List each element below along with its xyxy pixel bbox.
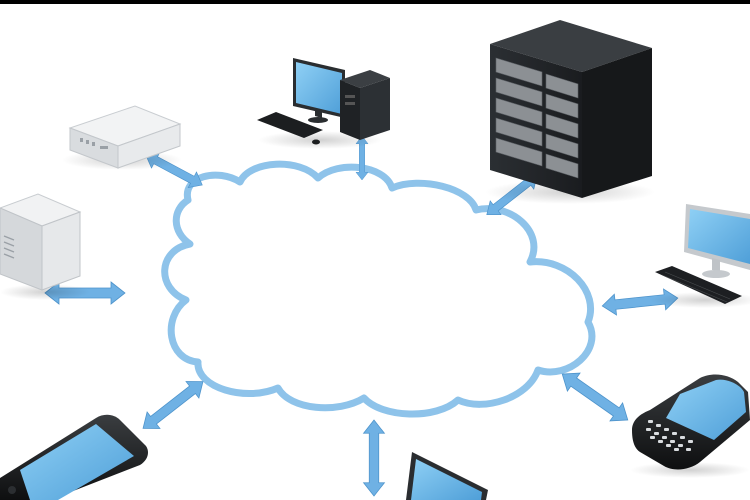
- qwerty-phone-icon: [630, 374, 750, 478]
- laptop-icon: [406, 452, 488, 500]
- server-rack-icon: [485, 20, 655, 204]
- arrow-laptop: [363, 419, 385, 497]
- file-server-icon: [0, 193, 90, 300]
- top-border: [0, 0, 750, 4]
- arrow-qwerty-phone: [555, 364, 635, 430]
- arrow-smartphone: [136, 372, 210, 438]
- cloud-shape: [161, 160, 596, 418]
- smartphone-icon: [0, 414, 148, 500]
- monitor-keyboard-icon: [650, 204, 750, 308]
- desktop-computer-icon: [257, 58, 390, 149]
- network-appliance-icon: [62, 105, 182, 170]
